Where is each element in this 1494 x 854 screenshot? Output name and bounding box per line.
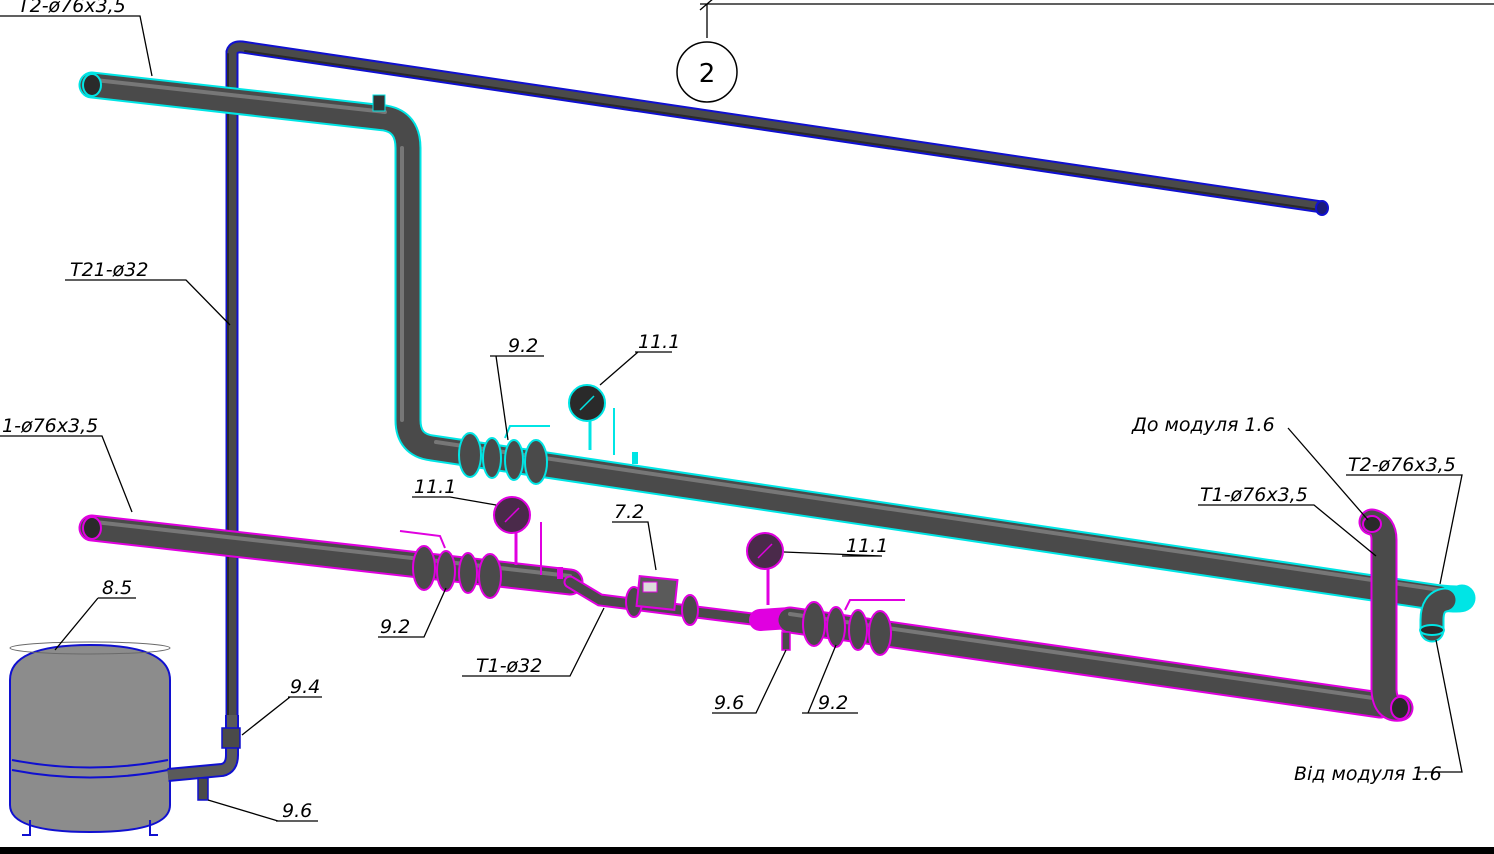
supply-pipe-t1 bbox=[78, 508, 1414, 722]
pressure-gauge-right-icon bbox=[746, 532, 784, 605]
pressure-gauge-top-icon bbox=[568, 384, 638, 464]
label-valve-top: 9.2 bbox=[508, 335, 538, 357]
label-gauge-top: 11.1 bbox=[638, 331, 680, 353]
tank-ball-valve-icon bbox=[221, 727, 241, 749]
expansion-tank-icon bbox=[9, 641, 241, 836]
label-t2-right: T2-ø76x3,5 bbox=[1348, 454, 1456, 476]
label-t2-top: T2-ø76x3,5 bbox=[18, 0, 126, 17]
drain-valve-mid-icon bbox=[781, 631, 791, 651]
label-t1-left: 1-ø76x3,5 bbox=[2, 415, 98, 437]
label-t21: T21-ø32 bbox=[70, 259, 148, 281]
label-gauge-right: 11.1 bbox=[846, 535, 888, 557]
leader-lines bbox=[0, 15, 1463, 822]
label-tank: 8.5 bbox=[102, 577, 132, 599]
label-valve-right: 9.2 bbox=[818, 692, 848, 714]
label-from-module: Від модуля 1.6 bbox=[1294, 763, 1442, 785]
drawing-frame-bottom bbox=[0, 847, 1494, 854]
label-to-module: До модуля 1.6 bbox=[1131, 414, 1275, 436]
valve-left-9-2-icon bbox=[399, 530, 502, 599]
callout-labels: T2-ø76x3,5 T21-ø32 1-ø76x3,5 8.5 9.2 11.… bbox=[2, 0, 1456, 822]
return-pipe-t2 bbox=[78, 71, 1476, 643]
label-gauge-left: 11.1 bbox=[414, 476, 456, 498]
pressure-gauge-left-icon bbox=[493, 496, 563, 579]
air-vent-icon bbox=[372, 94, 386, 112]
label-drain-mid: 9.6 bbox=[714, 692, 744, 714]
label-meter: 7.2 bbox=[614, 501, 644, 523]
heat-meter-icon bbox=[625, 574, 699, 626]
label-t1-reducer: T1-ø32 bbox=[476, 655, 542, 677]
label-tank-valve: 9.4 bbox=[290, 676, 320, 698]
valve-right-9-2-icon bbox=[802, 599, 905, 656]
tank-drain-valve-icon bbox=[197, 777, 209, 801]
section-mark-number: 2 bbox=[699, 59, 716, 89]
bypass-pipe-t21 bbox=[225, 40, 1329, 722]
section-mark-circle bbox=[676, 41, 738, 103]
label-t1-right: T1-ø76x3,5 bbox=[1200, 484, 1308, 506]
section-reference: 2 bbox=[676, 0, 1494, 103]
label-tank-drain: 9.6 bbox=[282, 800, 312, 822]
valve-top-9-2-icon bbox=[458, 425, 550, 485]
label-valve-left: 9.2 bbox=[380, 616, 410, 638]
